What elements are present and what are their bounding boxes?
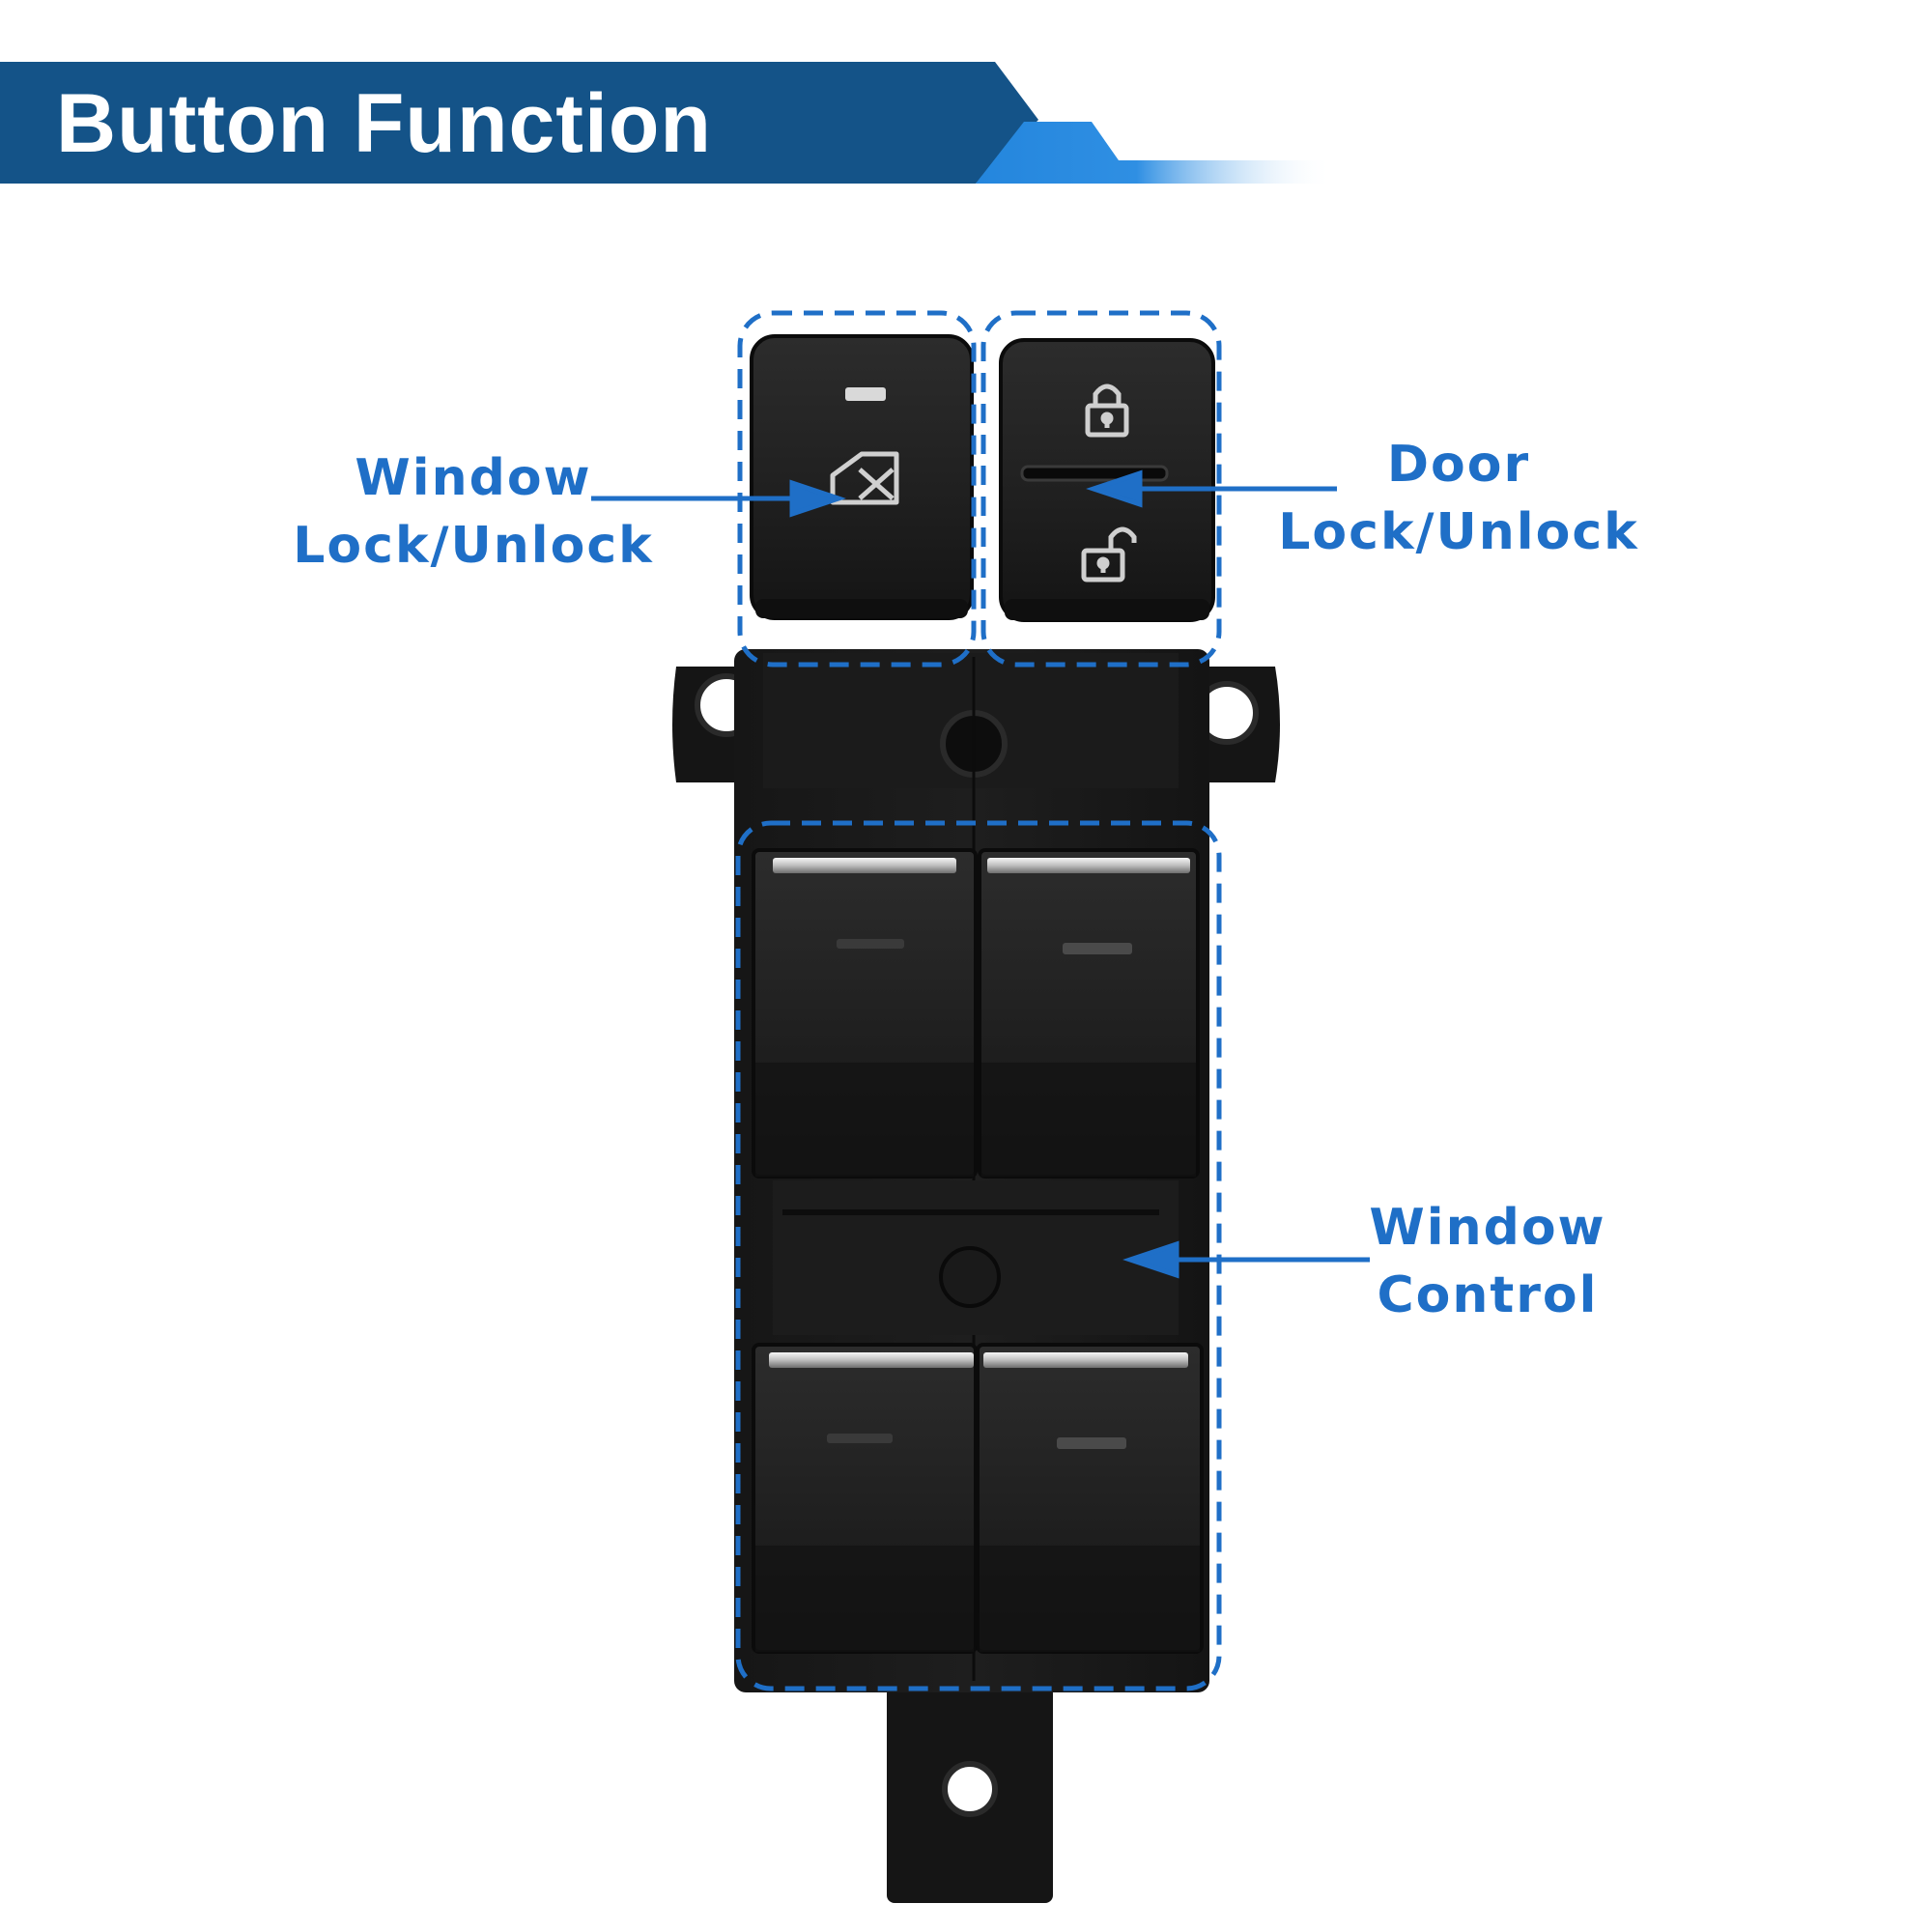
page-title: Button Function	[56, 77, 712, 170]
window-lock-callout: Window Lock/Unlock	[270, 444, 676, 580]
door-lock-rocker[interactable]	[999, 338, 1215, 622]
banner-accent-stripe	[976, 122, 1333, 184]
header-banner: Button Function	[0, 0, 1352, 193]
chrome-trim	[769, 1352, 974, 1368]
indicator-slot	[837, 939, 904, 949]
rocker-divider	[1020, 465, 1169, 482]
indicator-slot	[1057, 1437, 1126, 1449]
door-lock-arrow-head	[1086, 469, 1143, 508]
banner-main-block	[0, 62, 1038, 184]
window-lock-indicator-led	[845, 387, 886, 401]
door-lock-callout-line1: Door	[1386, 436, 1531, 494]
window-control-highlight	[735, 820, 1222, 1691]
window-lock-arrow-head	[789, 479, 846, 518]
chrome-trim	[987, 858, 1190, 873]
indicator-slot	[1063, 943, 1132, 954]
window-control-rear-left-button[interactable]	[752, 1343, 978, 1654]
chrome-trim	[773, 858, 956, 873]
lock-closed-icon	[1085, 384, 1129, 438]
bottom-mount-tab	[887, 1686, 1053, 1903]
door-lock-callout: Door Lock/Unlock	[1256, 431, 1662, 566]
window-lock-button[interactable]	[750, 334, 974, 620]
window-control-front-left-button[interactable]	[752, 848, 978, 1179]
window-control-callout-line1: Window	[1369, 1199, 1606, 1257]
window-lock-callout-line2: Lock/Unlock	[293, 517, 654, 575]
window-lock-icon	[830, 451, 899, 505]
middle-panel	[773, 1180, 1179, 1335]
window-control-callout-line2: Control	[1377, 1266, 1599, 1324]
window-control-arrow-head	[1122, 1240, 1179, 1279]
lock-open-icon	[1081, 526, 1137, 582]
banner-shape	[0, 62, 1333, 184]
indicator-slot	[827, 1434, 893, 1443]
chrome-trim	[983, 1352, 1188, 1368]
window-control-rear-right-button[interactable]	[976, 1343, 1204, 1654]
window-control-front-right-button[interactable]	[978, 848, 1200, 1179]
door-lock-callout-line2: Lock/Unlock	[1278, 503, 1639, 561]
window-control-callout: Window Control	[1333, 1194, 1642, 1329]
window-lock-callout-line1: Window	[355, 449, 592, 507]
